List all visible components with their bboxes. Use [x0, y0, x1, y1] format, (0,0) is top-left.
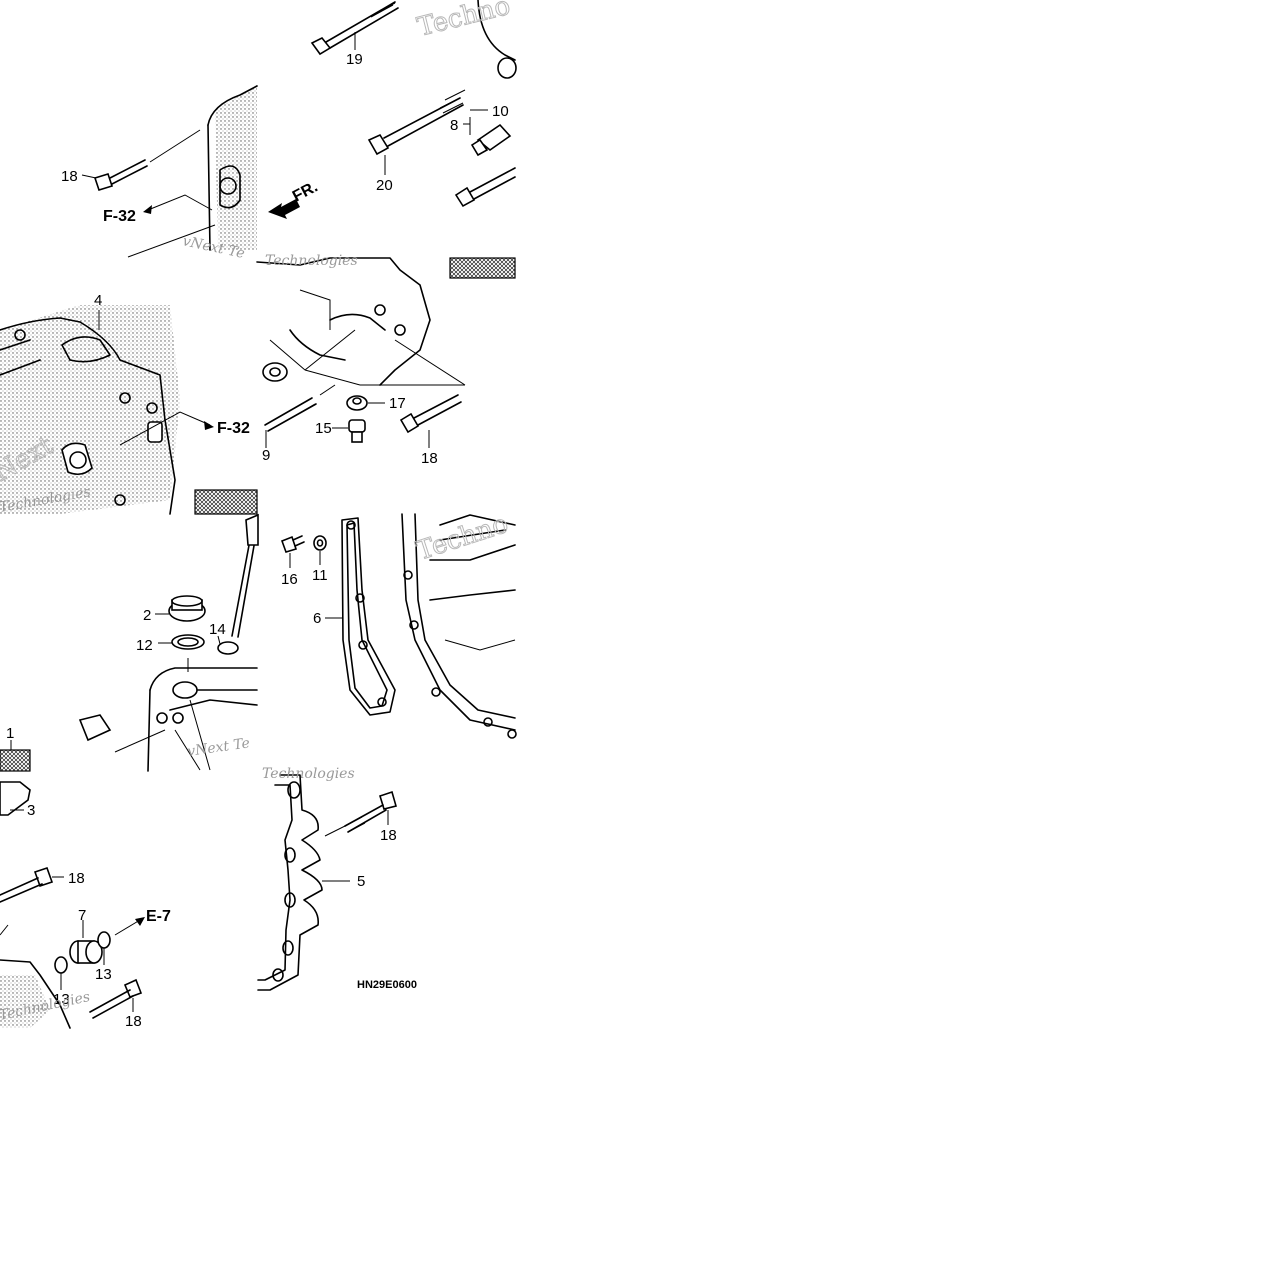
tile-mid-left: F-32 4 Next Technologies	[0, 292, 258, 516]
label-6: 6	[313, 610, 321, 627]
bolt-20	[367, 97, 464, 156]
label-19: 19	[346, 51, 363, 68]
label-16: 16	[281, 571, 298, 588]
label-18-e: 18	[380, 827, 397, 844]
label-10: 10	[492, 103, 509, 120]
ref-e7: E-7	[146, 908, 171, 925]
watermark-i: Technologies	[262, 766, 355, 782]
label-5: 5	[357, 873, 365, 890]
washer-17	[346, 395, 368, 411]
bolt-18-right	[344, 790, 397, 833]
label-13-a: 13	[53, 991, 70, 1008]
bolt-19	[310, 1, 399, 56]
bolt-18-top	[81, 159, 148, 191]
ref-f32-b: F-32	[217, 420, 250, 437]
front-arrow-icon	[268, 199, 300, 219]
bolt-18-mid	[399, 394, 462, 434]
ref-f32-a: F-32	[103, 208, 136, 225]
watermark-b: Techno	[414, 0, 513, 43]
label-20: 20	[376, 177, 393, 194]
label-9: 9	[262, 447, 270, 464]
label-2: 2	[143, 607, 151, 624]
cap-2	[168, 595, 206, 622]
label-13-b: 13	[95, 966, 112, 983]
strainer-7	[69, 940, 103, 964]
bolt-18-low-b	[89, 978, 143, 1019]
label-18-a: 18	[61, 168, 78, 185]
gasket-6	[341, 517, 396, 716]
bolt-16	[280, 535, 305, 553]
sensor-8	[470, 123, 512, 157]
plug-15	[348, 419, 366, 443]
tile-lower-left: 2 12 14 1 vNext Te	[0, 513, 259, 772]
tile-lower-right: 16 11 6 Techno	[280, 508, 517, 739]
label-18-c: 18	[68, 870, 85, 887]
label-17: 17	[389, 395, 406, 412]
label-12: 12	[136, 637, 153, 654]
label-15: 15	[315, 420, 332, 437]
label-7: 7	[78, 907, 86, 924]
label-18-d: 18	[125, 1013, 142, 1030]
bolt-9	[264, 397, 317, 432]
drawing-code: HN29E0600	[357, 979, 417, 991]
label-1: 1	[6, 725, 14, 742]
tile-top-right: 19 20 8 10 FR. Techno	[268, 0, 517, 219]
tile-bottom-right: 5 18 Technologies HN29E0600	[257, 766, 417, 991]
tile-top-left: 18 F-32 vNext Te	[61, 85, 258, 262]
tile-mid-right: 9 17 15 18 Technologies	[256, 253, 516, 467]
tile-bottom-left: 3 18 7 13 13 E-7 18	[0, 781, 171, 1030]
cover-5	[257, 774, 323, 991]
label-3: 3	[27, 802, 35, 819]
label-4: 4	[94, 292, 102, 309]
bolt-18-low-a	[0, 866, 54, 903]
watermark-e: Technologies	[265, 253, 358, 269]
label-14: 14	[209, 621, 226, 638]
label-11: 11	[312, 567, 328, 584]
oring-12	[171, 634, 205, 650]
label-8: 8	[450, 117, 458, 134]
watermark-f: vNext Te	[186, 735, 251, 760]
label-18-b: 18	[421, 450, 438, 467]
